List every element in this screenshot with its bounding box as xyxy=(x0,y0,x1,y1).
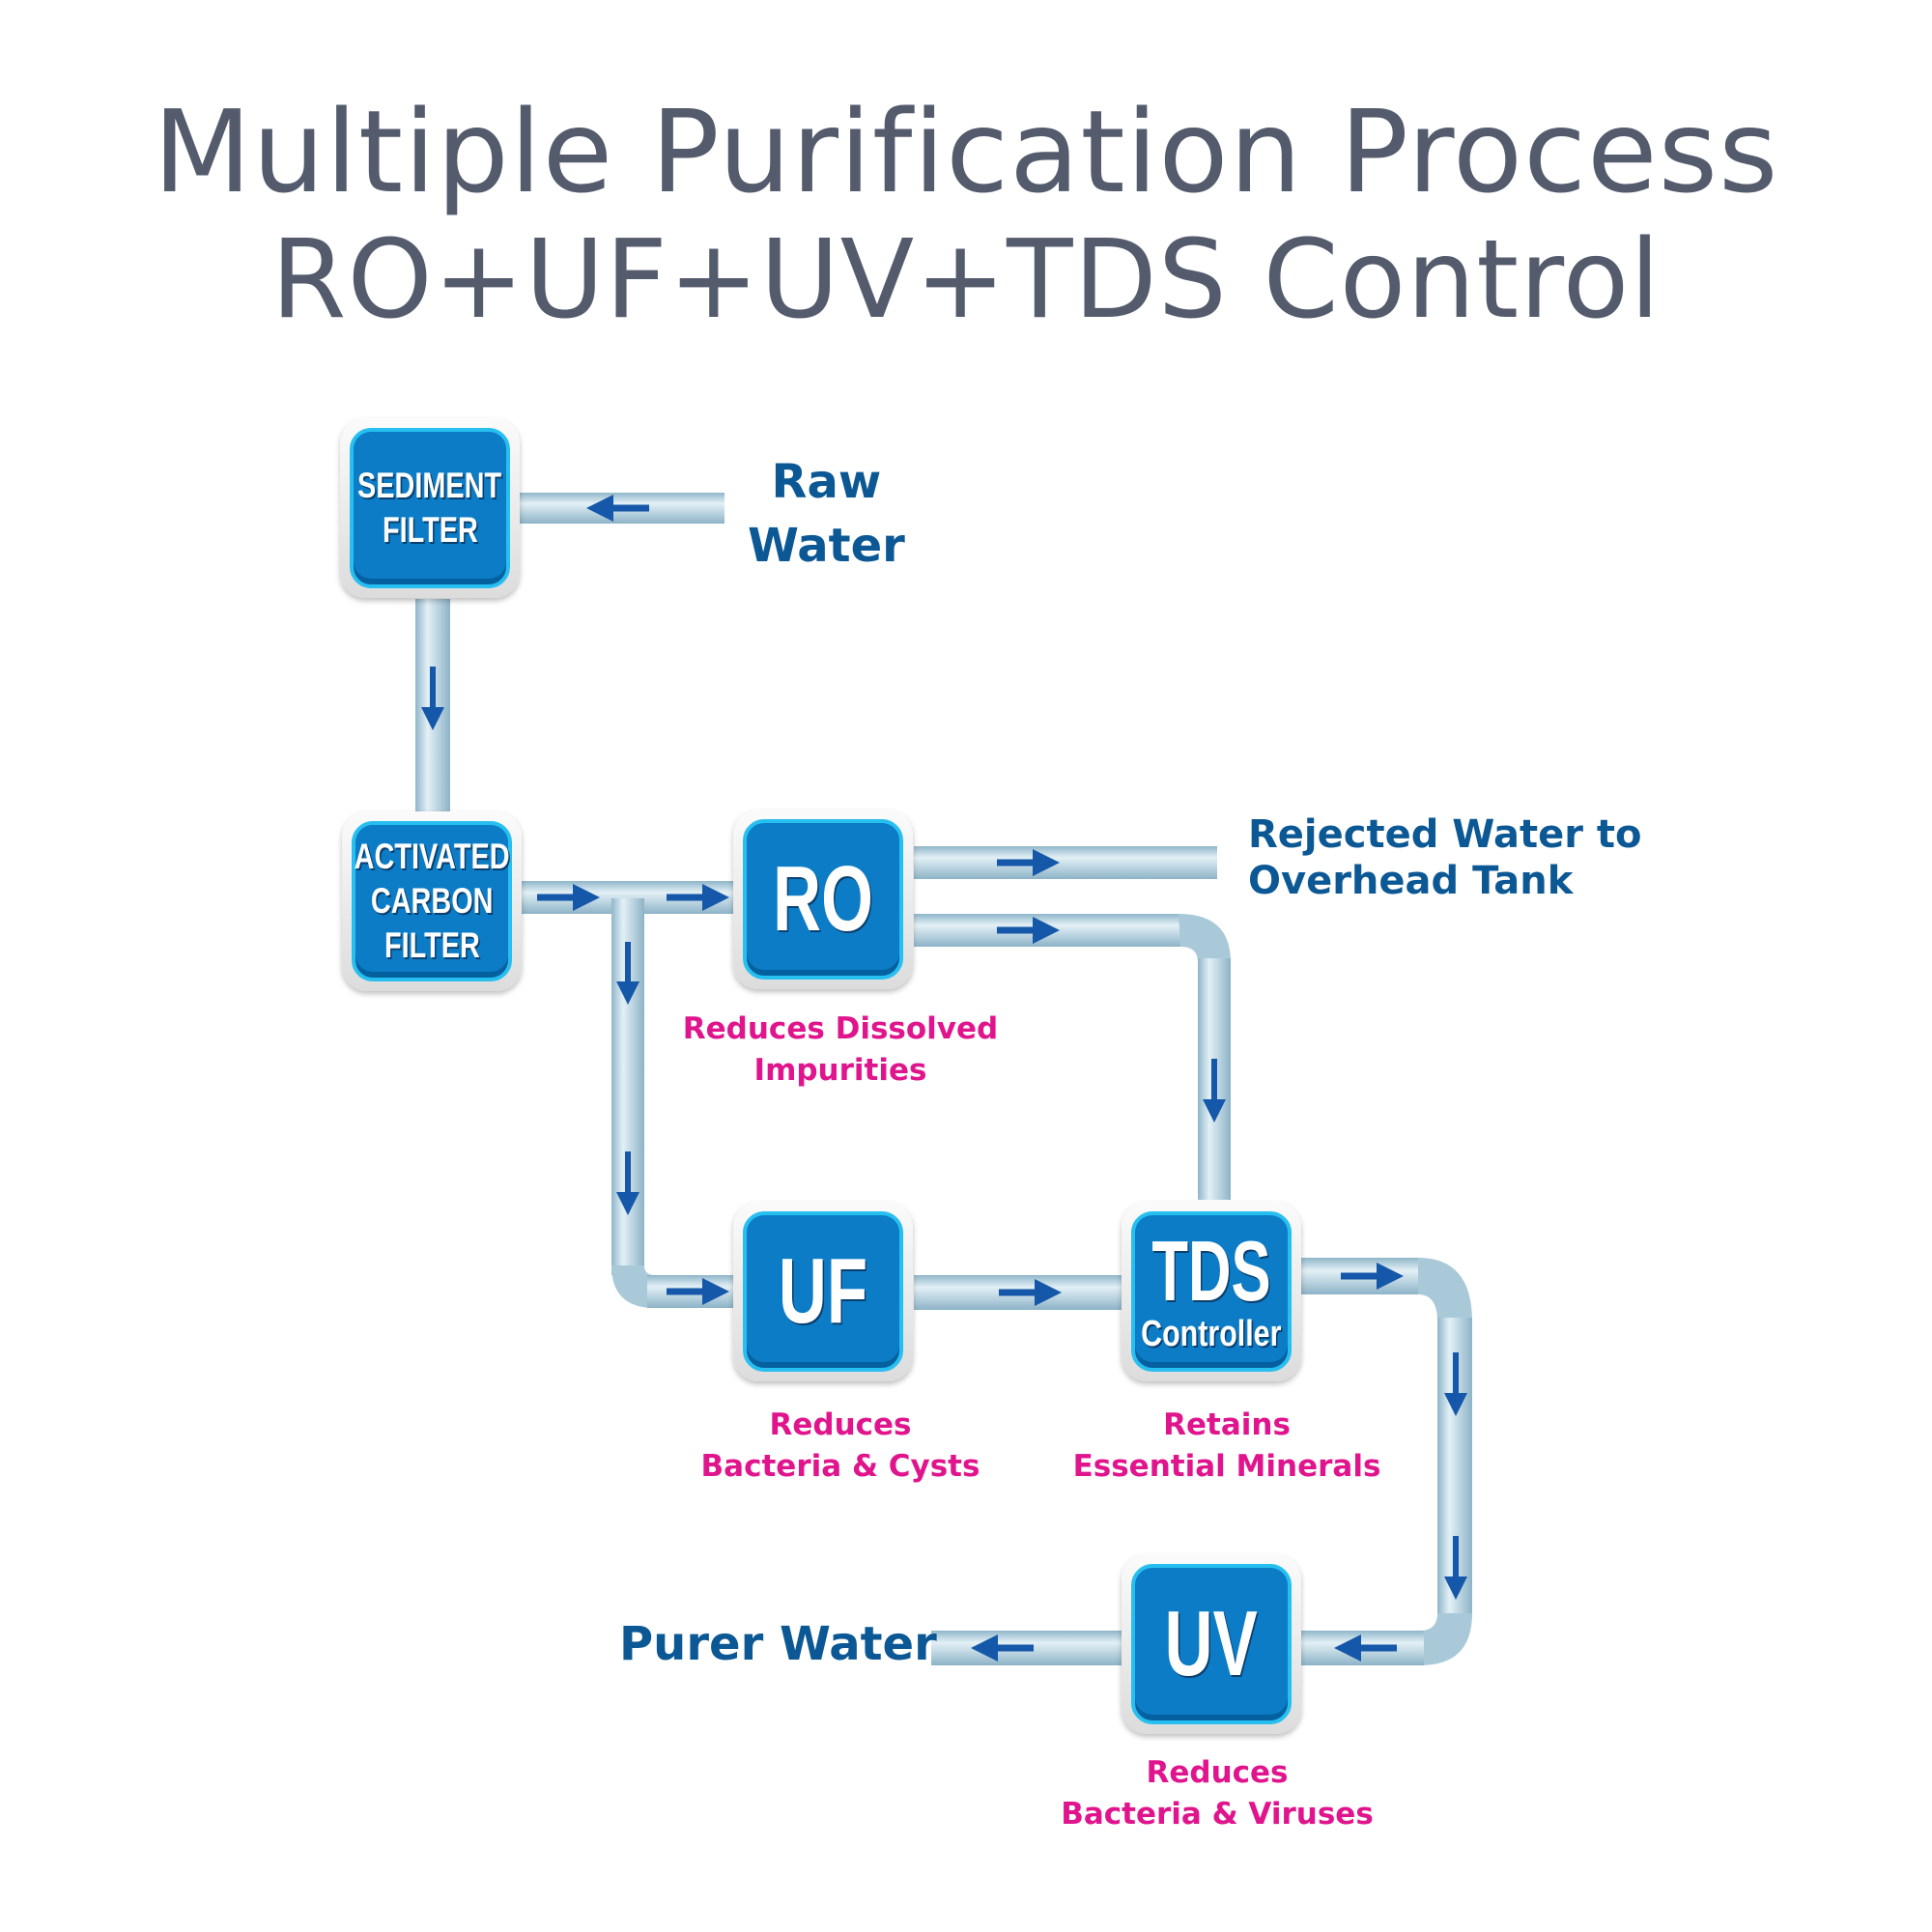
node-uf: UF xyxy=(733,1202,913,1381)
uv-description: Reduces Bacteria & Viruses xyxy=(1043,1752,1391,1835)
ro-description-line2: Impurities xyxy=(753,1053,927,1088)
node-label: ACTIVATED xyxy=(354,837,510,876)
pipe-ro-to-tds-h xyxy=(914,914,1182,947)
diagram-subtitle: RO+UF+UV+TDS Control xyxy=(270,217,1662,343)
node-uf-face: UF xyxy=(743,1211,903,1372)
uf-description: Reduces Bacteria & Cysts xyxy=(667,1405,1014,1488)
pipe-elbow-uv xyxy=(1420,1613,1472,1665)
uf-description-line1: Reduces xyxy=(769,1407,912,1442)
node-label: FILTER xyxy=(382,510,478,550)
node-label: SEDIMENT xyxy=(357,466,502,505)
node-ro-face: RO xyxy=(743,819,903,980)
node-sediment-filter-face: SEDIMENT FILTER xyxy=(350,428,510,588)
raw-water-line1: Raw xyxy=(771,455,882,509)
node-label: TDS xyxy=(1151,1223,1271,1319)
rejected-water-line2: Overhead Tank xyxy=(1248,859,1574,903)
node-label: FILTER xyxy=(384,925,480,965)
uf-description-line2: Bacteria & Cysts xyxy=(700,1449,980,1484)
rejected-water-line1: Rejected Water to xyxy=(1248,812,1642,857)
ro-description-line1: Reduces Dissolved xyxy=(682,1011,999,1046)
node-label: UF xyxy=(778,1239,868,1343)
tds-description-line2: Essential Minerals xyxy=(1072,1449,1381,1484)
pipe-elbow-tds-out xyxy=(1418,1258,1472,1321)
raw-water-label: Raw Water xyxy=(748,450,905,578)
tds-description-line1: Retains xyxy=(1163,1407,1291,1442)
node-label: Controller xyxy=(1141,1314,1282,1354)
uv-description-line2: Bacteria & Viruses xyxy=(1061,1797,1374,1832)
node-label: UV xyxy=(1164,1592,1259,1695)
node-uv: UV xyxy=(1122,1554,1301,1734)
diagram-title: Multiple Purification Process xyxy=(153,85,1779,218)
node-activated-carbon-filter: ACTIVATED CARBON FILTER xyxy=(342,811,522,991)
tds-description: Retains Essential Minerals xyxy=(1053,1405,1401,1488)
node-ro: RO xyxy=(733,810,913,989)
pipe-elbow-tds xyxy=(1179,914,1231,962)
ro-description: Reduces Dissolved Impurities xyxy=(667,1009,1014,1092)
node-label: CARBON xyxy=(370,881,494,921)
pipe-ro-reject xyxy=(914,846,1217,879)
rejected-water-label: Rejected Water to Overhead Tank xyxy=(1248,811,1641,904)
uv-description-line1: Reduces xyxy=(1146,1755,1289,1790)
raw-water-line2: Water xyxy=(748,519,905,573)
node-activated-carbon-filter-face: ACTIVATED CARBON FILTER xyxy=(352,821,512,981)
node-uv-face: UV xyxy=(1131,1564,1292,1724)
node-sediment-filter: SEDIMENT FILTER xyxy=(340,418,520,598)
node-tds-controller: TDS Controller xyxy=(1122,1202,1301,1381)
node-tds-controller-face: TDS Controller xyxy=(1131,1211,1292,1372)
pipe-elbow-uf xyxy=(611,1265,655,1308)
purer-water-label: Purer Water xyxy=(619,1617,937,1671)
node-label: RO xyxy=(773,847,873,951)
